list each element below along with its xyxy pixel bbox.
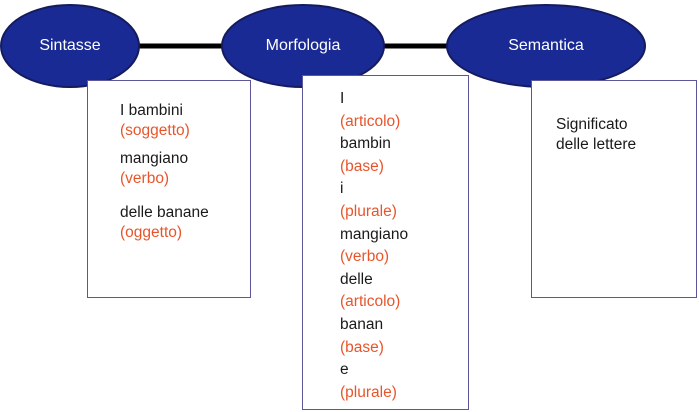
node-semantica: Semantica	[446, 4, 646, 88]
semantica-line: Significato	[556, 116, 628, 133]
sintassi-role: (verbo)	[120, 170, 170, 187]
node-sintasse-label: Sintasse	[39, 37, 101, 54]
sintassi-box-content: I bambini (soggetto) mangiano (verbo) de…	[120, 101, 209, 251]
sintassi-entry: I bambini (soggetto)	[120, 101, 209, 141]
morfologia-word: banan	[340, 315, 384, 333]
morfologia-role: (verbo)	[340, 248, 390, 266]
morfologia-role: (base)	[340, 338, 384, 356]
semantica-box: Significato delle lettere	[531, 80, 697, 298]
sintassi-word: mangiano	[120, 150, 189, 167]
morfologia-word: e	[340, 361, 349, 379]
morfologia-word: bambin	[340, 135, 391, 153]
semantica-line: delle lettere	[556, 136, 637, 153]
semantica-box-content: Significato delle lettere	[556, 115, 636, 155]
morfologia-word: i	[340, 180, 344, 198]
sintassi-role: (soggetto)	[120, 122, 190, 139]
sintassi-word: delle banane	[120, 204, 209, 221]
morfologia-role: (plurale)	[340, 383, 397, 401]
morfologia-role: (plurale)	[340, 202, 397, 220]
sintassi-role: (oggetto)	[120, 224, 183, 241]
morfologia-box-content: I (articolo) bambin (base) i (plurale) m…	[340, 88, 408, 404]
sintassi-box: I bambini (soggetto) mangiano (verbo) de…	[87, 80, 251, 298]
sintassi-entry: mangiano (verbo)	[120, 149, 209, 189]
node-sintasse: Sintasse	[0, 4, 140, 88]
morfologia-word: mangiano	[340, 225, 409, 243]
morfologia-role: (articolo)	[340, 293, 401, 311]
morfologia-box: I (articolo) bambin (base) i (plurale) m…	[302, 75, 469, 410]
node-morfologia: Morfologia	[221, 4, 385, 88]
node-morfologia-label: Morfologia	[265, 37, 341, 54]
morfologia-role: (articolo)	[340, 112, 401, 130]
morfologia-word: delle	[340, 270, 373, 288]
sintassi-word: I bambini	[120, 102, 183, 119]
sintassi-entry: delle banane (oggetto)	[120, 203, 209, 243]
morfologia-word: I	[340, 90, 345, 107]
node-semantica-label: Semantica	[508, 37, 584, 54]
morfologia-role: (base)	[340, 157, 384, 175]
